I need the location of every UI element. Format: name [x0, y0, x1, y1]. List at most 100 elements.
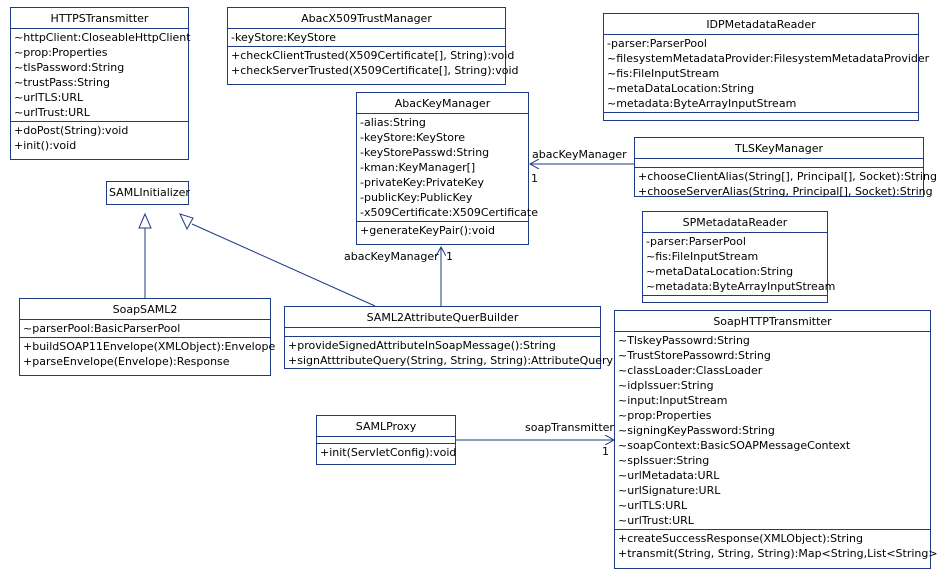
attribute: ~TrustStorePassowrd:String [618, 349, 771, 362]
attribute: ~input:InputStream [618, 394, 728, 407]
attribute: ~tlsPassword:String [14, 61, 125, 74]
attributes-compartment [635, 159, 923, 168]
attribute: ~trustPass:String [14, 76, 110, 89]
operation: +doPost(String):void [14, 124, 129, 137]
attribute: -parser:ParserPool [646, 235, 746, 248]
operation: +provideSignedAttributeInSoapMessage():S… [288, 339, 556, 352]
class-name: SoapHTTPTransmitter [615, 311, 930, 332]
class-name: SAMLInitializer [109, 186, 190, 199]
generalization-triangle-builder [179, 213, 194, 231]
operation: +chooseClientAlias(String[], Principal[]… [638, 170, 937, 183]
class-abac-key-manager[interactable]: AbacKeyManager -alias:String -keyStore:K… [356, 92, 538, 245]
operation: +transmit(String, String, String):Map<St… [618, 547, 937, 560]
attribute: ~parserPool:BasicParserPool [23, 322, 181, 335]
attribute: ~filesystemMetadataProvider:FilesystemMe… [607, 52, 930, 65]
attribute: -keyStore:KeyStore [231, 31, 337, 44]
attribute: ~fis:FileInputStream [646, 250, 759, 263]
attribute: ~urlTLS:URL [14, 91, 84, 104]
operation: +signAtttributeQuery(String, String, Str… [288, 354, 614, 367]
attributes-compartment: ~httpClient:CloseableHttpClient ~prop:Pr… [11, 29, 191, 122]
operation: +parseEnvelope(Envelope):Response [23, 355, 230, 368]
attribute: ~urlTrust:URL [14, 106, 90, 119]
class-name: TLSKeyManager [635, 138, 923, 159]
operation: +init():void [14, 139, 77, 152]
attribute: ~fis:FileInputStream [607, 67, 720, 80]
operation: +createSuccessResponse(XMLObject):String [618, 532, 863, 545]
class-name: HTTPSTransmitter [11, 8, 188, 29]
operations-compartment: +chooseClientAlias(String[], Principal[]… [635, 168, 937, 200]
operations-compartment: +buildSOAP11Envelope(XMLObject):Envelope… [20, 338, 276, 370]
attribute: ~prop:Properties [14, 46, 108, 59]
attributes-compartment: -parser:ParserPool ~fis:FileInputStream … [643, 233, 836, 296]
class-tls-key-manager[interactable]: TLSKeyManager +chooseClientAlias(String[… [634, 137, 937, 200]
class-name: IDPMetadataReader [604, 14, 918, 35]
class-saml-initializer[interactable]: SAMLInitializer [106, 181, 190, 205]
attribute: ~prop:Properties [618, 409, 712, 422]
attribute: ~metadata:ByteArrayInputStream [607, 97, 797, 110]
attributes-compartment: -parser:ParserPool ~filesystemMetadataPr… [604, 35, 930, 113]
operations-compartment: +createSuccessResponse(XMLObject):String… [615, 530, 937, 562]
attribute: ~metaDataLocation:String [646, 265, 794, 278]
role-label-proxy-soap: soapTransmitter [525, 421, 614, 434]
attribute: ~httpClient:CloseableHttpClient [14, 31, 191, 44]
class-soap-http-transmitter[interactable]: SoapHTTPTransmitter ~TlskeyPassowrd:Stri… [614, 310, 937, 569]
attribute: ~metadata:ByteArrayInputStream [646, 280, 836, 293]
class-saml2-attribute-quer-builder[interactable]: SAML2AttributeQuerBuilder +provideSigned… [284, 306, 614, 369]
operation: +checkServerTrusted(X509Certificate[], S… [231, 64, 519, 77]
attribute: -parser:ParserPool [607, 37, 707, 50]
attribute: -alias:String [360, 116, 426, 129]
operations-compartment: +init(ServletConfig):void [317, 444, 457, 461]
class-saml-proxy[interactable]: SAMLProxy +init(ServletConfig):void [316, 415, 456, 465]
class-https-transmitter[interactable]: HTTPSTransmitter ~httpClient:CloseableHt… [10, 7, 191, 160]
attribute: ~TlskeyPassowrd:String [618, 334, 750, 347]
operation: +generateKeyPair():void [360, 224, 496, 237]
class-name: SAMLProxy [317, 416, 455, 437]
class-name: AbacKeyManager [357, 93, 528, 114]
attribute: ~urlSignature:URL [618, 484, 721, 497]
operation: +buildSOAP11Envelope(XMLObject):Envelope [23, 340, 276, 353]
class-name: SoapSAML2 [20, 299, 270, 320]
class-name: SAML2AttributeQuerBuilder [285, 307, 600, 328]
attributes-compartment [285, 328, 600, 337]
attributes-compartment [317, 437, 455, 444]
attribute: ~classLoader:ClassLoader [618, 364, 763, 377]
operations-compartment: +doPost(String):void +init():void [11, 122, 188, 154]
operation: +init(ServletConfig):void [320, 446, 457, 459]
attribute: -publicKey:PublicKey [360, 191, 473, 204]
attribute: -keyStore:KeyStore [360, 131, 466, 144]
attribute: ~idpIssuer:String [618, 379, 714, 392]
attribute: -kman:KeyManager[] [360, 161, 476, 174]
operations-compartment [643, 296, 827, 304]
attributes-compartment: ~parserPool:BasicParserPool [20, 320, 270, 338]
attribute: ~urlTLS:URL [618, 499, 688, 512]
attribute: ~metaDataLocation:String [607, 82, 755, 95]
attribute: ~signingKeyPassword:String [618, 424, 775, 437]
class-abac-x509-trust-manager[interactable]: AbacX509TrustManager -keyStore:KeyStore … [227, 7, 519, 85]
generalization-triangle-soapsaml2 [138, 212, 152, 229]
multiplicity-tls-abac: 1 [531, 172, 538, 185]
operations-compartment: +generateKeyPair():void [357, 222, 528, 239]
attribute: -keyStorePasswd:String [360, 146, 490, 159]
class-idp-metadata-reader[interactable]: IDPMetadataReader -parser:ParserPool ~fi… [603, 13, 930, 121]
class-sp-metadata-reader[interactable]: SPMetadataReader -parser:ParserPool ~fis… [642, 211, 836, 304]
operation: +checkClientTrusted(X509Certificate[], S… [231, 49, 515, 62]
operations-compartment: +checkClientTrusted(X509Certificate[], S… [228, 47, 519, 79]
attribute: ~urlTrust:URL [618, 514, 694, 527]
attributes-compartment: -alias:String -keyStore:KeyStore -keySto… [357, 114, 538, 222]
role-label-tls-abac: abacKeyManager [532, 148, 627, 161]
attribute: ~spIssuer:String [618, 454, 710, 467]
generalization-builder [191, 223, 376, 307]
class-soap-saml2[interactable]: SoapSAML2 ~parserPool:BasicParserPool +b… [19, 298, 276, 376]
multiplicity-proxy-soap: 1 [602, 445, 609, 458]
attribute: ~soapContext:BasicSOAPMessageContext [618, 439, 851, 452]
operations-compartment: +provideSignedAttributeInSoapMessage():S… [285, 337, 614, 369]
operations-compartment [604, 113, 918, 121]
attribute: ~urlMetadata:URL [618, 469, 720, 482]
multiplicity-builder-abac: 1 [446, 250, 453, 263]
class-name: AbacX509TrustManager [228, 8, 505, 29]
attributes-compartment: ~TlskeyPassowrd:String ~TrustStorePassow… [615, 332, 930, 530]
attribute: -x509Certificate:X509Certificate [360, 206, 538, 219]
attributes-compartment: -keyStore:KeyStore [228, 29, 505, 47]
